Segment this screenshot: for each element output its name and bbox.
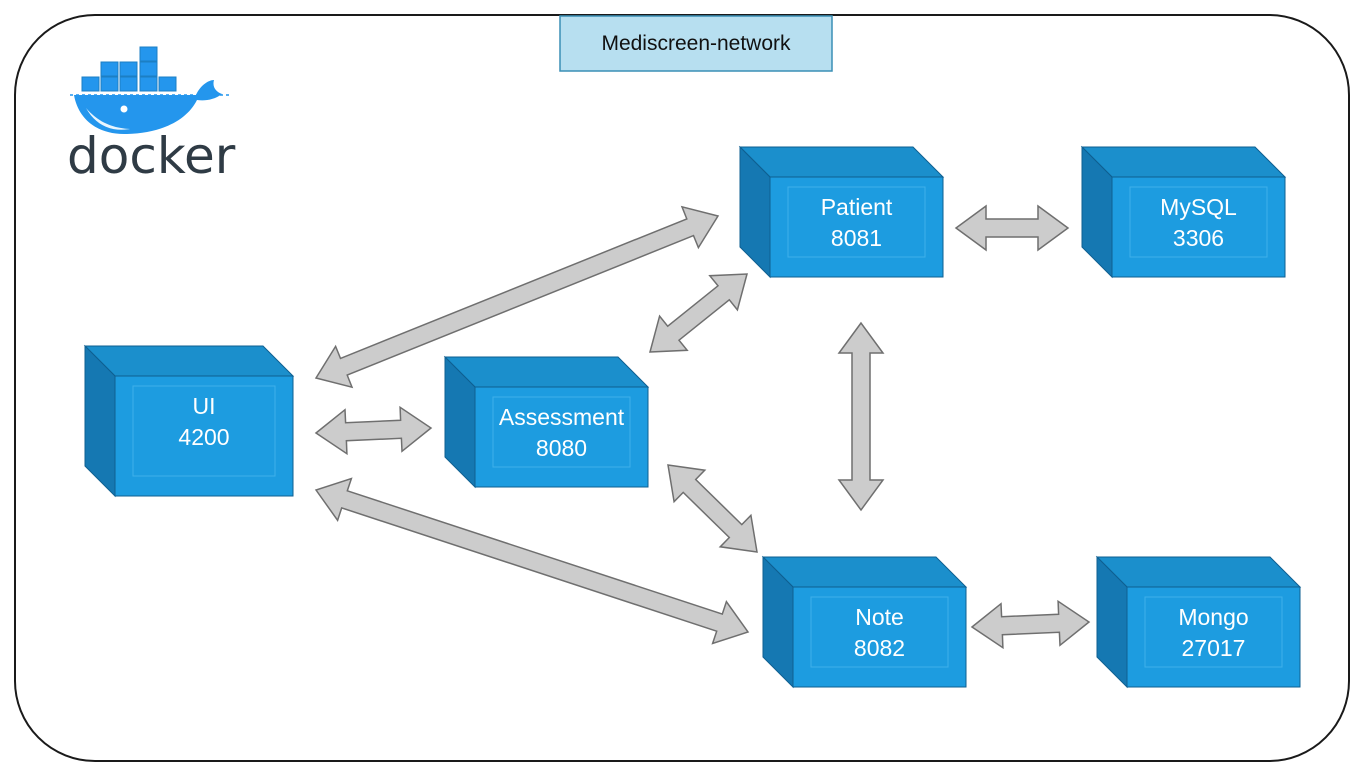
container-port: 4200 bbox=[178, 424, 229, 450]
arrow-ui-patient bbox=[314, 205, 720, 389]
arrow-ui-note bbox=[314, 477, 750, 645]
container-name: Patient bbox=[821, 194, 893, 220]
container-label-frame bbox=[810, 596, 949, 668]
container-name: Note bbox=[855, 604, 904, 630]
container-port: 8081 bbox=[831, 225, 882, 251]
container-top-face bbox=[761, 556, 968, 588]
arrow-ui-assessment bbox=[314, 405, 433, 456]
container-patient: Patient 8081 bbox=[738, 145, 945, 279]
container-mongo: Mongo 27017 bbox=[1095, 555, 1302, 689]
container-front-face bbox=[792, 586, 967, 688]
container-name: Assessment bbox=[499, 404, 625, 430]
network-label-background bbox=[559, 15, 833, 72]
container-name: UI bbox=[193, 393, 216, 419]
container-label-frame bbox=[1129, 186, 1268, 258]
container-top-face bbox=[738, 146, 945, 178]
container-port: 3306 bbox=[1173, 225, 1224, 251]
container-top-face bbox=[83, 345, 295, 377]
container-label-frame bbox=[787, 186, 926, 258]
container-note: Note 8082 bbox=[761, 555, 968, 689]
container-port: 8080 bbox=[536, 435, 587, 461]
container-front-face bbox=[1126, 586, 1301, 688]
container-name: MySQL bbox=[1160, 194, 1237, 220]
network-label: Mediscreen-network bbox=[601, 32, 791, 55]
container-label-frame bbox=[1144, 596, 1283, 668]
arrow-assessment-patient bbox=[649, 273, 748, 353]
container-port: 8082 bbox=[854, 635, 905, 661]
container-label-frame bbox=[492, 396, 631, 468]
container-ui: UI 4200 bbox=[83, 344, 295, 498]
container-top-face bbox=[1080, 146, 1287, 178]
connection-arrows bbox=[314, 204, 1091, 650]
arrow-patient-mysql bbox=[954, 204, 1070, 252]
container-name: Mongo bbox=[1178, 604, 1248, 630]
container-mysql: MySQL 3306 bbox=[1080, 145, 1287, 279]
docker-logo: docker bbox=[67, 46, 236, 185]
containers: UI 4200 Assessment 8080 Patient 8081 MySQL 3306… bbox=[83, 145, 1302, 689]
docker-wordmark: docker bbox=[67, 127, 236, 185]
container-front-face bbox=[474, 386, 649, 488]
arrow-assessment-note bbox=[667, 464, 758, 553]
container-label-frame bbox=[132, 385, 276, 477]
container-top-face bbox=[1095, 556, 1302, 588]
container-assessment: Assessment 8080 bbox=[443, 355, 650, 489]
container-port: 27017 bbox=[1182, 635, 1246, 661]
network-label-box: Mediscreen-network bbox=[559, 15, 833, 72]
container-front-face bbox=[1111, 176, 1286, 278]
container-front-face bbox=[769, 176, 944, 278]
arrow-note-mongo bbox=[970, 599, 1091, 650]
docker-whale-icon bbox=[70, 46, 230, 134]
outer-frame bbox=[14, 14, 1350, 762]
arrow-patient-note bbox=[837, 321, 885, 512]
container-top-face bbox=[443, 356, 650, 388]
